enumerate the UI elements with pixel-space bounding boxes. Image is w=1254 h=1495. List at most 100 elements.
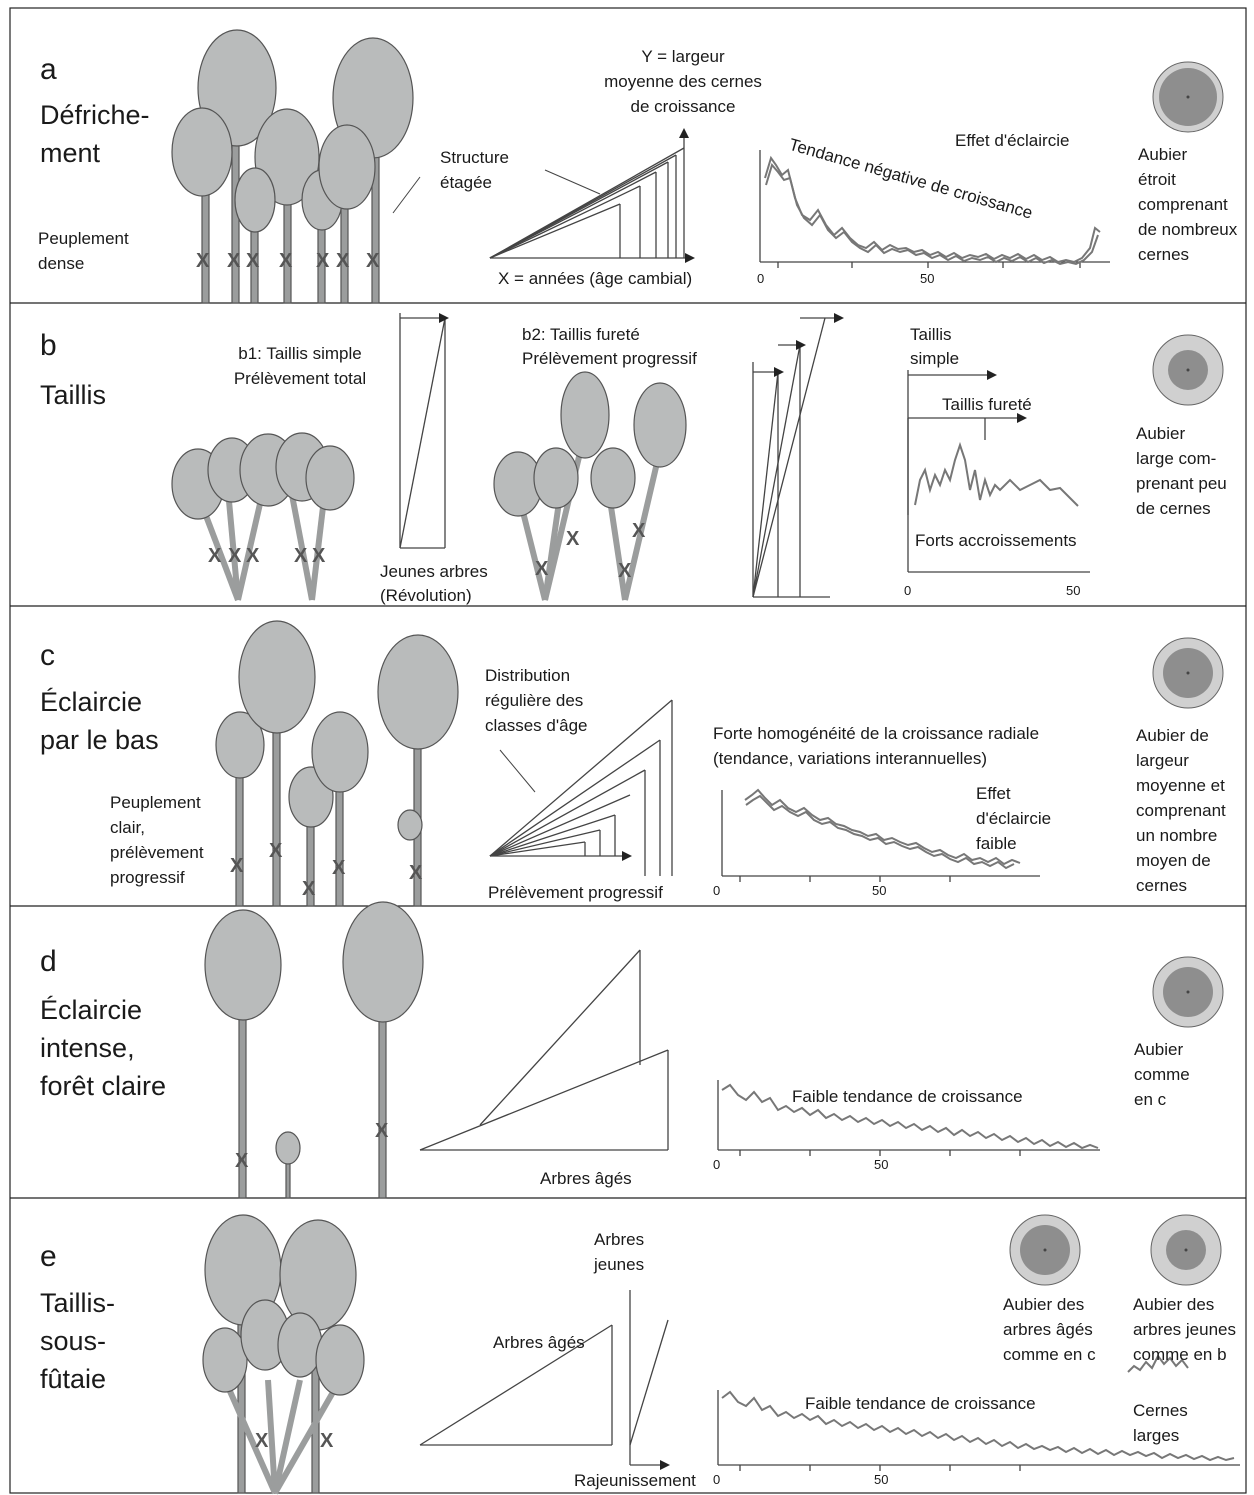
panel-c-sap-1: Aubier de [1136,726,1209,745]
panel-d-old: Arbres âgés [540,1169,632,1188]
panel-c-sap-7: cernes [1136,876,1188,895]
panel-d-sap-2: comme [1134,1065,1190,1084]
panel-b-title: Taillis [40,380,107,410]
panel-d-trend: Faible tendance de croissance [792,1087,1023,1106]
panel-c-title-1: Éclaircie [40,687,143,717]
cut-mark-icon: X [230,855,244,877]
panel-c-sap-6: moyen de [1136,851,1211,870]
panel-e-tick-0: 0 [713,1472,721,1487]
panel-c-tick-50: 50 [872,883,887,898]
panel-e-young-2: jeunes [594,1255,645,1274]
panel-e-sap-young-1: Aubier des [1133,1295,1215,1314]
panel-a-sap-4: de nombreux [1138,220,1238,239]
panel-b-b2-1: b2: Taillis fureté [522,325,640,344]
cut-mark-icon: X [302,878,316,900]
panel-c-tick-0: 0 [713,883,721,898]
panel-c-effect-2: d'éclaircie [976,809,1052,828]
curve-a-1 [764,155,1101,264]
curve-a-2 [765,162,1099,266]
panel-b-sap-4: de cernes [1136,499,1211,518]
panel-a-struct-1: Structure [440,148,509,167]
panel-c-sap-3: moyenne et [1136,776,1225,795]
curve-e-rings [1127,1354,1189,1373]
panel-e-rings-2: larges [1133,1426,1180,1445]
curve-e-1 [721,1390,1235,1462]
panel-e-trees [202,1214,365,1495]
panel-b-charts [399,313,1090,598]
cut-mark-icon: X [332,857,346,879]
panel-e-tick-50: 50 [874,1472,889,1487]
panel-c-homog-2: (tendance, variations interannuelles) [713,749,988,768]
panel-a-tick-0: 0 [757,271,765,286]
panel-b-furete: Taillis fureté [942,395,1032,414]
panel-b-forts: Forts accroissements [915,531,1077,550]
panel-b-tick-50: 50 [1066,583,1081,598]
cut-mark-icon: X [566,528,580,550]
panel-letter-d: d [40,945,57,978]
curve-d-1 [721,1083,1099,1150]
cut-mark-icon: X [316,250,330,272]
cut-mark-icon: X [235,1150,249,1172]
panel-a-sap-1: Aubier [1138,145,1188,164]
cut-mark-icon: X [366,250,380,272]
panel-e-title-2: sous- [40,1326,107,1356]
panel-e-young-1: Arbres [594,1230,645,1249]
ring-curves [721,155,1235,1462]
panel-c-chart [489,699,1040,882]
cut-mark-icon: X [618,560,632,582]
panel-a-tick-50: 50 [920,271,935,286]
figure-frame [9,7,1247,1494]
panel-a-struct-2: étagée [440,173,492,192]
cut-mark-icon: X [336,250,350,272]
panel-c-dist-2: régulière des [485,691,584,710]
panel-letter-a: a [40,53,57,86]
panel-d-title-1: Éclaircie [40,995,143,1025]
panel-b-b1-2: Prélèvement total [233,369,367,388]
panel-a-stand-2: dense [38,254,85,273]
panel-b-coppice-simple [171,432,355,602]
panel-c-stand-3: prélèvement [110,843,204,862]
panel-a-y-1: Y = largeur [641,47,725,66]
cut-mark-icon: X [409,862,423,884]
panel-letter-b: b [40,329,57,362]
cut-mark-icon: X [196,250,210,272]
panel-c-homog-1: Forte homogénéité de la croissance radia… [713,724,1040,743]
panel-c-effect-1: Effet [976,784,1011,803]
cut-mark-icon: X [279,250,293,272]
panel-d-chart [419,949,1100,1156]
cut-mark-icon: X [255,1430,269,1452]
panel-a-stand-1: Peuplement [38,229,129,248]
panel-b-sap-2: large com- [1136,449,1217,468]
panel-d-trees [204,901,424,1199]
panel-c-stand-1: Peuplement [110,793,201,812]
panel-c-effect-3: faible [976,834,1017,853]
panel-a-trees [171,29,414,304]
panel-e-sap-old-1: Aubier des [1003,1295,1085,1314]
panel-c-dist-3: classes d'âge [485,716,588,735]
panel-a-sap-2: étroit [1138,170,1176,189]
panel-c-prelev: Prélèvement progressif [488,883,663,902]
cut-mark-icon: X [246,250,260,272]
panel-e-rings-1: Cernes [1133,1401,1188,1420]
panel-b-simple-2: simple [910,349,960,368]
panel-e-title-3: fûtaie [40,1364,107,1394]
panel-d-tick-0: 0 [713,1157,721,1172]
curve-c-2 [745,794,1015,870]
panel-letter-e: e [40,1240,57,1273]
panel-b-young-2: (Révolution) [380,586,472,605]
panel-d-tick-50: 50 [874,1157,889,1172]
panel-e-sap-young-3: comme en b [1133,1345,1227,1364]
panel-d-title-3: forêt claire [40,1071,167,1101]
panel-b-simple-1: Taillis [910,325,952,344]
cut-mark-icon: X [228,545,242,567]
panel-a-title-1: Défriche- [40,100,150,130]
tree-cross-sections [1009,61,1224,1286]
panel-a-y-2: moyenne des cernes [604,72,762,91]
panel-a-title-2: ment [40,138,101,168]
panel-a-y-3: de croissance [630,97,736,116]
panel-b-sap-3: prenant peu [1136,474,1227,493]
panel-a-sap-5: cernes [1138,245,1190,264]
panel-e-chart [419,1290,1240,1471]
panel-c-sap-5: un nombre [1136,826,1218,845]
